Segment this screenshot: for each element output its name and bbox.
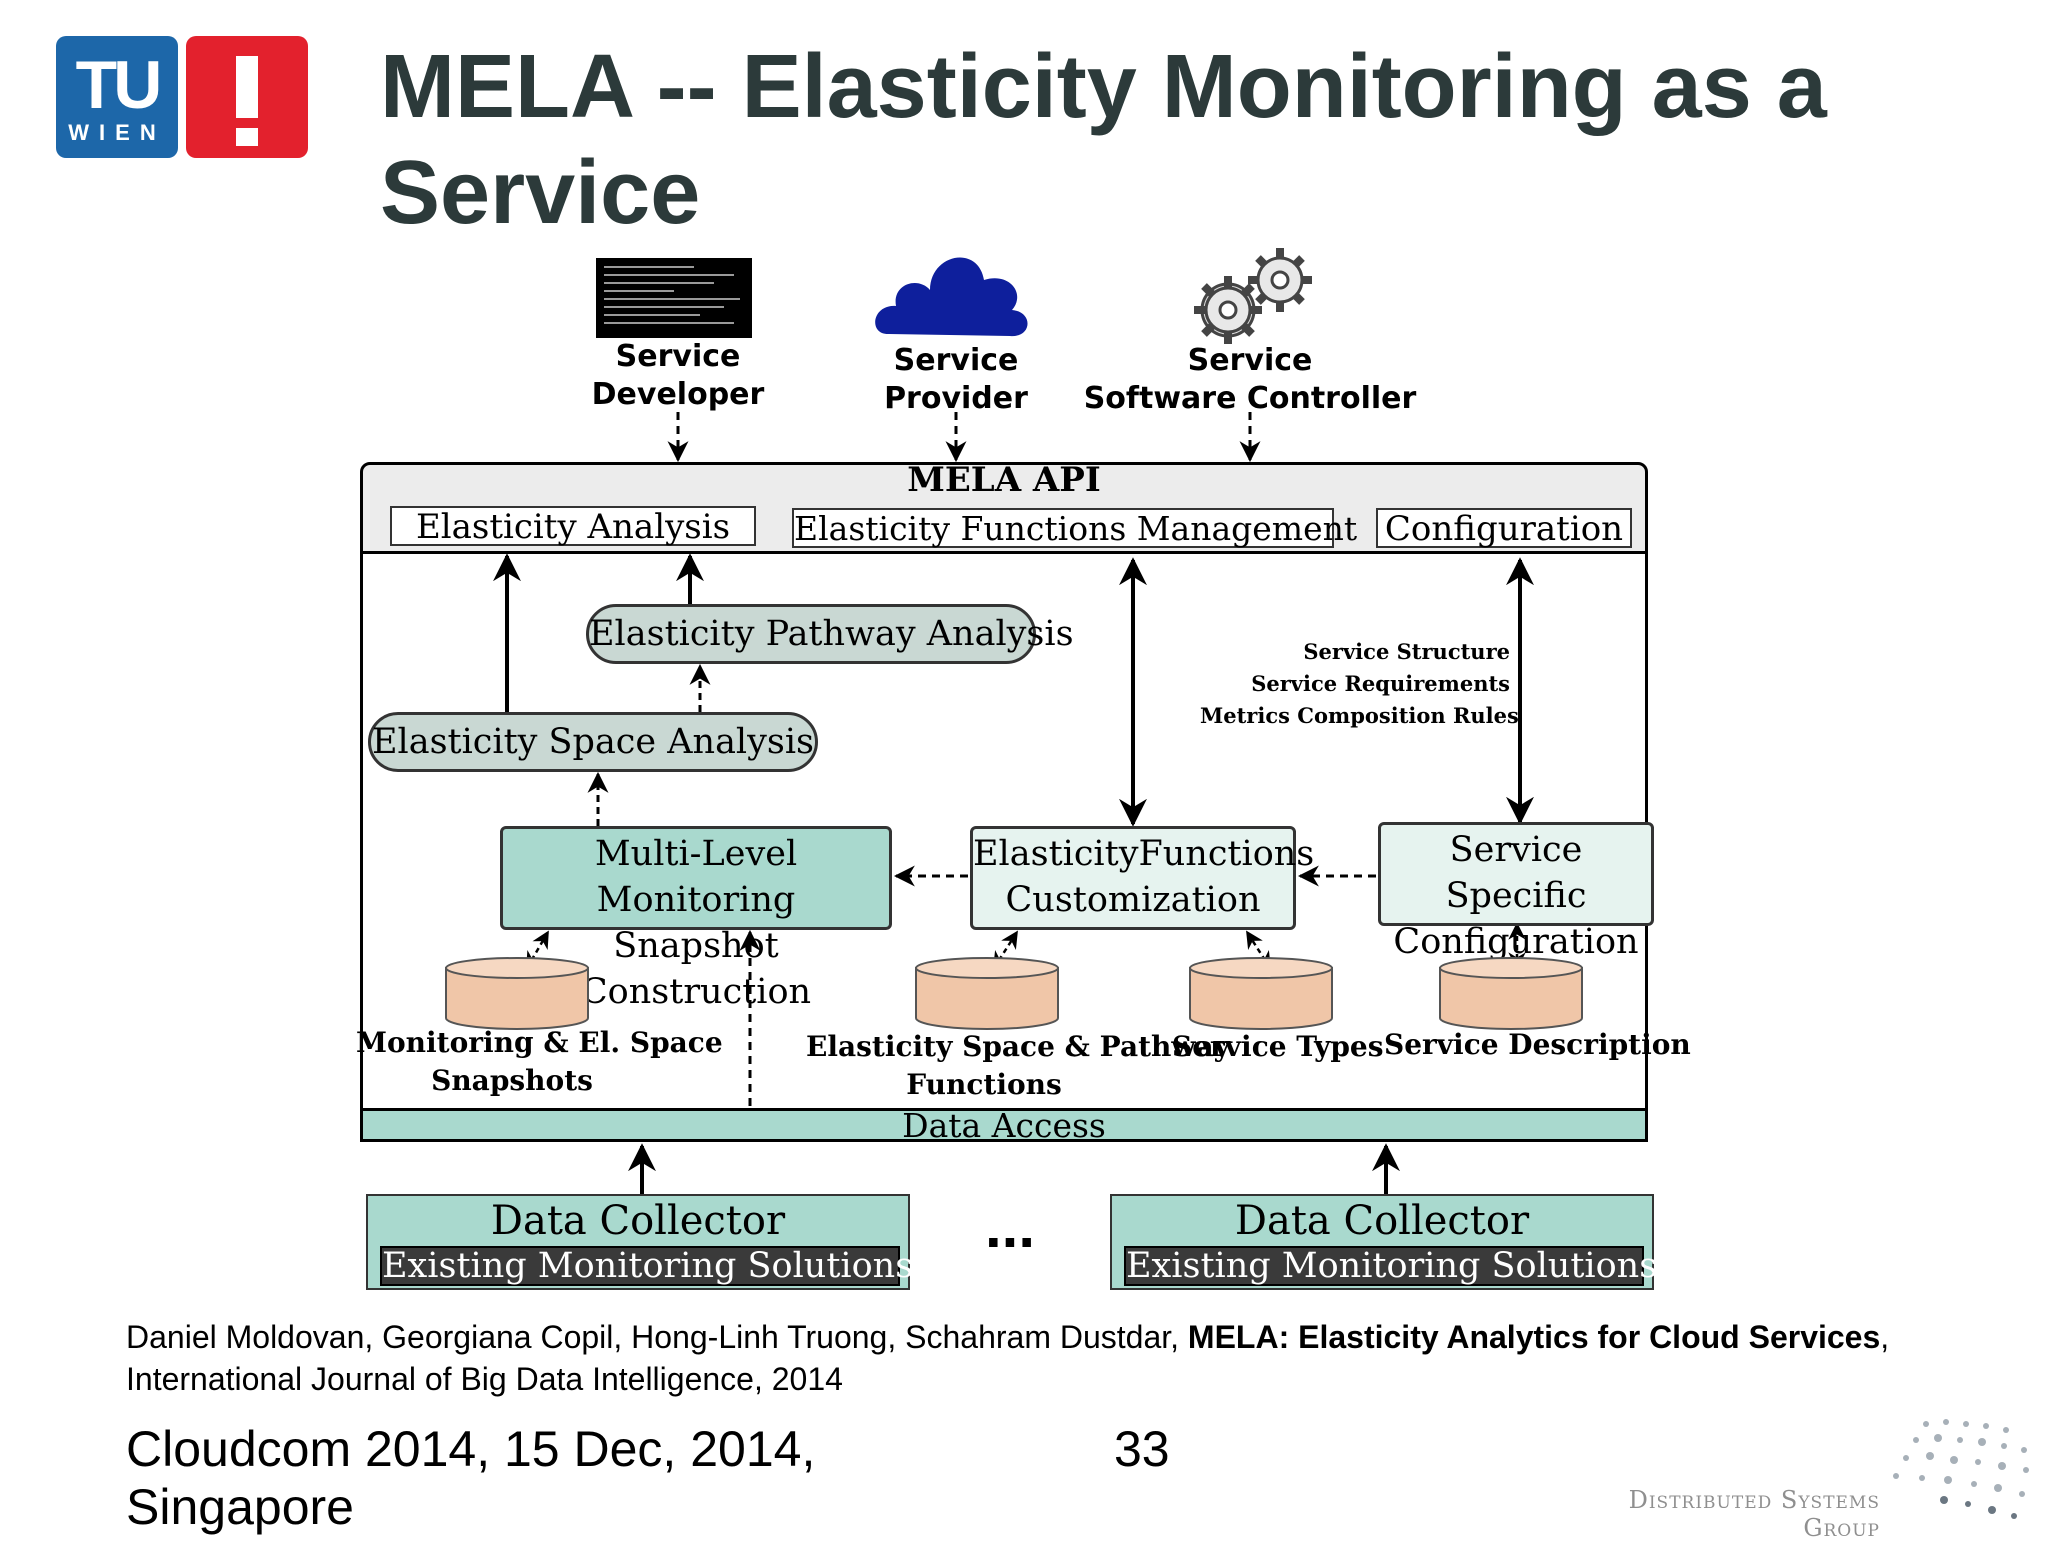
citation-paper-title: MELA: Elasticity Analytics for Cloud Ser…: [1187, 1319, 1881, 1355]
slide-title: MELA -- Elasticity Monitoring as a Servi…: [380, 37, 1827, 243]
citation-authors: Daniel Moldovan, Georgiana Copil, Hong-L…: [126, 1319, 1188, 1355]
store-cylinder-snapshots: [445, 957, 589, 1030]
tu-logo-letters: TU: [75, 47, 163, 123]
exclamation-bar: [236, 56, 258, 118]
config-input-requirements: Service Requirements: [1251, 671, 1510, 696]
actor-service-developer: Service Developer: [591, 339, 765, 412]
module-service-specific-configuration: Service Specific Configuration: [1378, 822, 1654, 962]
citation-venue: International Journal of Big Data Intell…: [126, 1361, 843, 1397]
store-cylinder-service-description: [1439, 957, 1583, 1030]
config-input-composition-rules: Metrics Composition Rules: [1200, 703, 1519, 728]
store-label-service-types: Service Types: [1172, 1030, 1384, 1063]
data-access-bar: Data Access: [360, 1108, 1648, 1142]
store-cylinder-functions: [915, 957, 1059, 1030]
arrow-store2-customization: [992, 930, 1019, 970]
code-screen-icon: [596, 258, 752, 338]
existing-monitoring-solutions: Existing Monitoring Solutions: [380, 1246, 914, 1286]
store-label-snapshots: Monitoring & El. Space Snapshots: [356, 1026, 723, 1097]
tu-wien-exclamation-logo: [186, 36, 308, 158]
config-input-structure: Service Structure: [1303, 639, 1510, 664]
arrow-store3-customization: [1245, 930, 1272, 970]
mela-api-title: MELA API: [907, 460, 1101, 500]
gears-icon: [1194, 248, 1312, 344]
api-elasticity-functions-management: Elasticity Functions Management: [792, 508, 1358, 548]
data-collector-title: Data Collector: [1234, 1198, 1530, 1244]
api-configuration: Configuration: [1376, 508, 1632, 548]
existing-monitoring-solutions: Existing Monitoring Solutions: [1124, 1246, 1658, 1286]
tu-logo-wien: WIEN: [68, 120, 166, 145]
tu-wien-logo: TU WIEN: [56, 36, 178, 158]
data-collector-1: Data Collector Existing Monitoring Solut…: [366, 1194, 914, 1290]
store-label-service-description: Service Description: [1384, 1028, 1691, 1061]
data-collector-2: Data Collector Existing Monitoring Solut…: [1110, 1194, 1658, 1290]
store-label-functions: Elasticity Space & Pathway Functions: [806, 1030, 1230, 1101]
api-elasticity-analysis: Elasticity Analysis: [390, 506, 756, 546]
page-number: 33: [1114, 1421, 1170, 1477]
module-elasticity-functions-customization: ElasticityFunctions Customization: [970, 826, 1314, 930]
cloud-icon: [875, 257, 1028, 337]
citation-line-1: Daniel Moldovan, Georgiana Copil, Hong-L…: [126, 1319, 1890, 1355]
distributed-systems-group-label: Distributed Systems Group: [1628, 1486, 1880, 1542]
elasticity-space-analysis: Elasticity Space Analysis: [368, 712, 818, 772]
footer-conference: Cloudcom 2014, 15 Dec, 2014, Singapore: [126, 1421, 816, 1535]
data-collector-title: Data Collector: [490, 1198, 786, 1244]
config-inputs: Service Structure Service Requirements M…: [1200, 636, 1519, 732]
actor-service-software-controller: Service Software Controller: [1083, 343, 1417, 416]
collectors-ellipsis: ...: [984, 1193, 1035, 1260]
module-multi-level-monitoring: Multi-Level Monitoring Snapshot Construc…: [500, 826, 892, 1012]
dsg-dots-logo: [1893, 1419, 2029, 1519]
citation: Daniel Moldovan, Georgiana Copil, Hong-L…: [126, 1316, 2026, 1400]
exclamation-dot: [236, 128, 258, 146]
actor-service-provider: Service Provider: [884, 343, 1028, 416]
store-cylinder-service-types: [1189, 957, 1333, 1030]
arrow-store1-monitoring: [525, 930, 550, 970]
elasticity-pathway-analysis: Elasticity Pathway Analysis: [586, 604, 1074, 664]
